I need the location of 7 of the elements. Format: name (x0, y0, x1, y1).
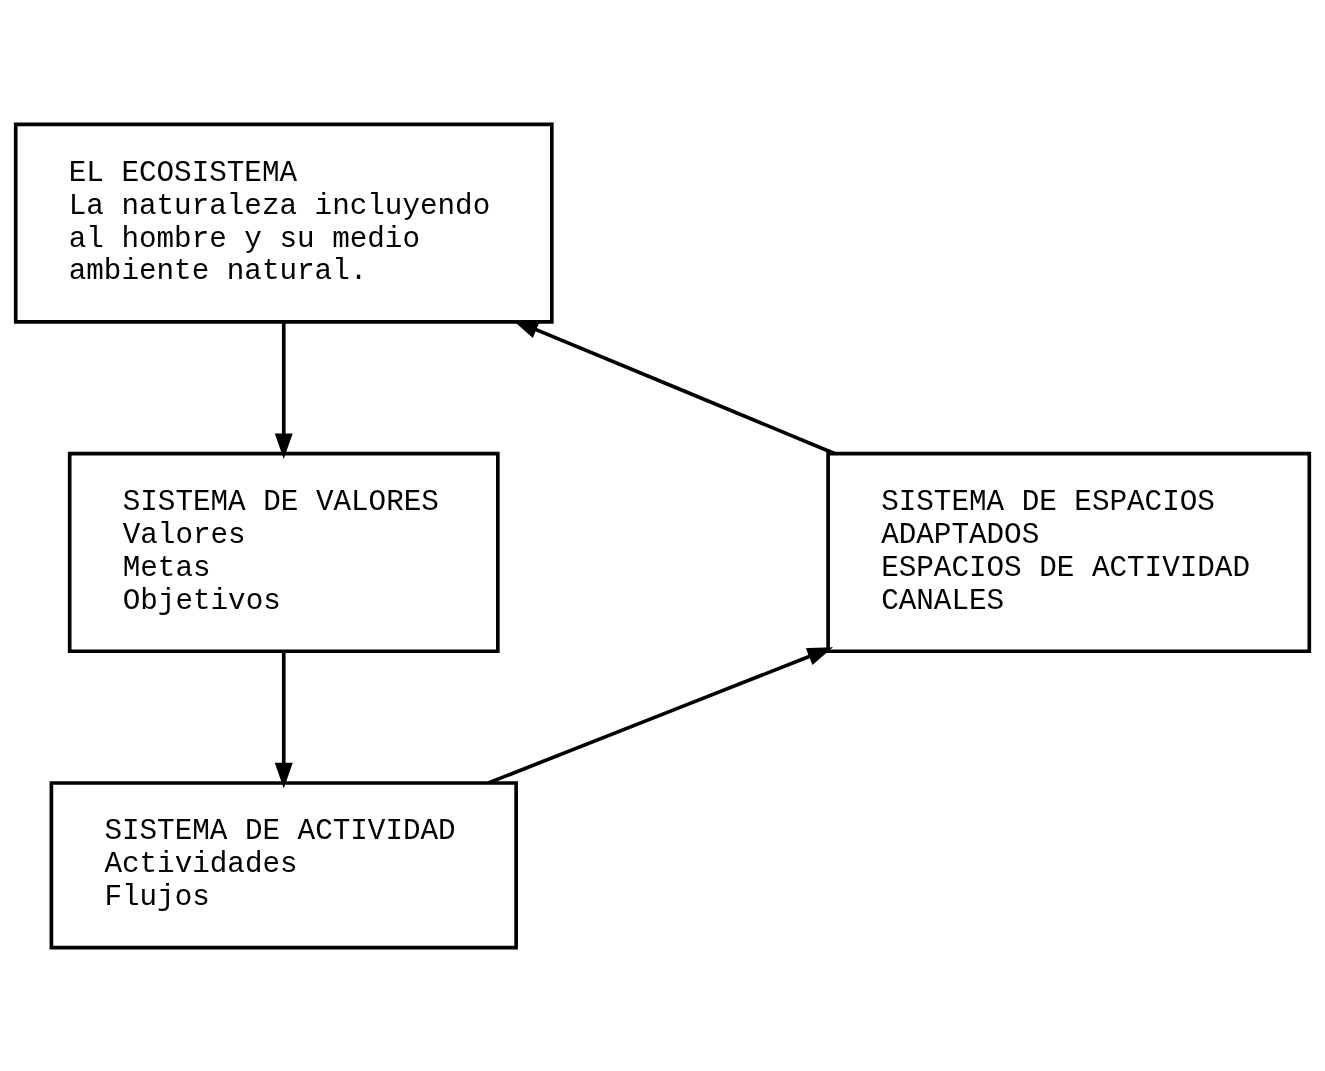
node-box: SISTEMA DE VALORES Valores Metas Objetivos (67, 451, 500, 653)
node-box: SISTEMA DE ESPACIOS ADAPTADOS ESPACIOS DE ACTIVIDAD CANALES (826, 451, 1312, 653)
node-box: EL ECOSISTEMA La naturaleza incluyendo al hombre y su medio ambiente natural. (13, 122, 554, 324)
arrow (274, 322, 293, 459)
arrow (487, 646, 833, 785)
arrow (274, 650, 293, 788)
node-box: SISTEMA DE ACTIVIDAD Actividades Flujos (49, 780, 518, 949)
